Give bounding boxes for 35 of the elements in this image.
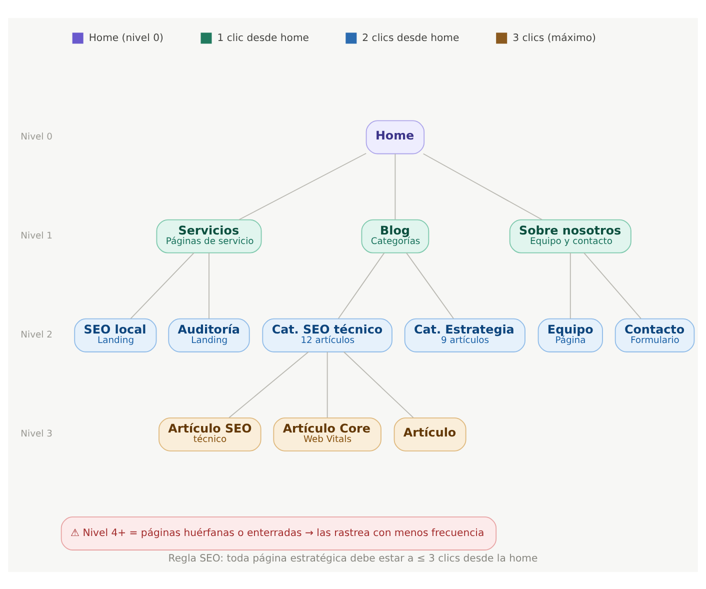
node-box: Auditoría Landing [168, 318, 250, 352]
node-box: Blog Categorías [361, 218, 430, 253]
node-box: SEO local Landing [74, 318, 157, 352]
node-box: Sobre nosotros Equipo y contacto [509, 218, 632, 253]
connector [583, 252, 642, 318]
node-box: Contacto Formulario [614, 318, 695, 352]
node-box: Home [366, 120, 425, 154]
connector [570, 252, 571, 318]
connector [238, 152, 367, 220]
node-box: Cat. SEO técnico 12 artículos [262, 318, 392, 352]
node-box: Artículo Core Web Vitals [273, 416, 382, 451]
connector [422, 152, 542, 220]
connector [208, 252, 210, 318]
legend-label: 1 clic desde home [217, 32, 309, 44]
node-box: Servicios Páginas de servicio [156, 218, 262, 253]
connector [130, 252, 194, 318]
caption: Regla SEO: toda página estratégica debe estar a ≤ 3 clics desde la home [168, 553, 538, 564]
node-box: ⚠ Nivel 4+ = páginas huérfanas o enterradas → las rastrea con menos frecuencia [60, 516, 497, 550]
connector [406, 252, 454, 318]
node-box: Equipo Página [538, 318, 603, 352]
label: Nivel 2 [20, 329, 52, 340]
label: Nivel 1 [20, 230, 52, 242]
connector [394, 152, 396, 220]
connector [228, 350, 309, 418]
label: Nivel 0 [20, 131, 52, 142]
connector [326, 350, 328, 418]
legend-label: 2 clics desde home [362, 32, 460, 44]
node-box: Artículo SEO técnico [158, 416, 262, 451]
label: Nivel 3 [20, 428, 52, 440]
legend-label: Home (nivel 0) [88, 32, 164, 44]
legend-label: 3 clics (máximo) [512, 32, 596, 44]
node-box: Artículo [394, 416, 466, 451]
node-box: Cat. Estrategia 9 artículos [404, 318, 526, 352]
connector [343, 350, 414, 418]
connector [338, 252, 385, 318]
